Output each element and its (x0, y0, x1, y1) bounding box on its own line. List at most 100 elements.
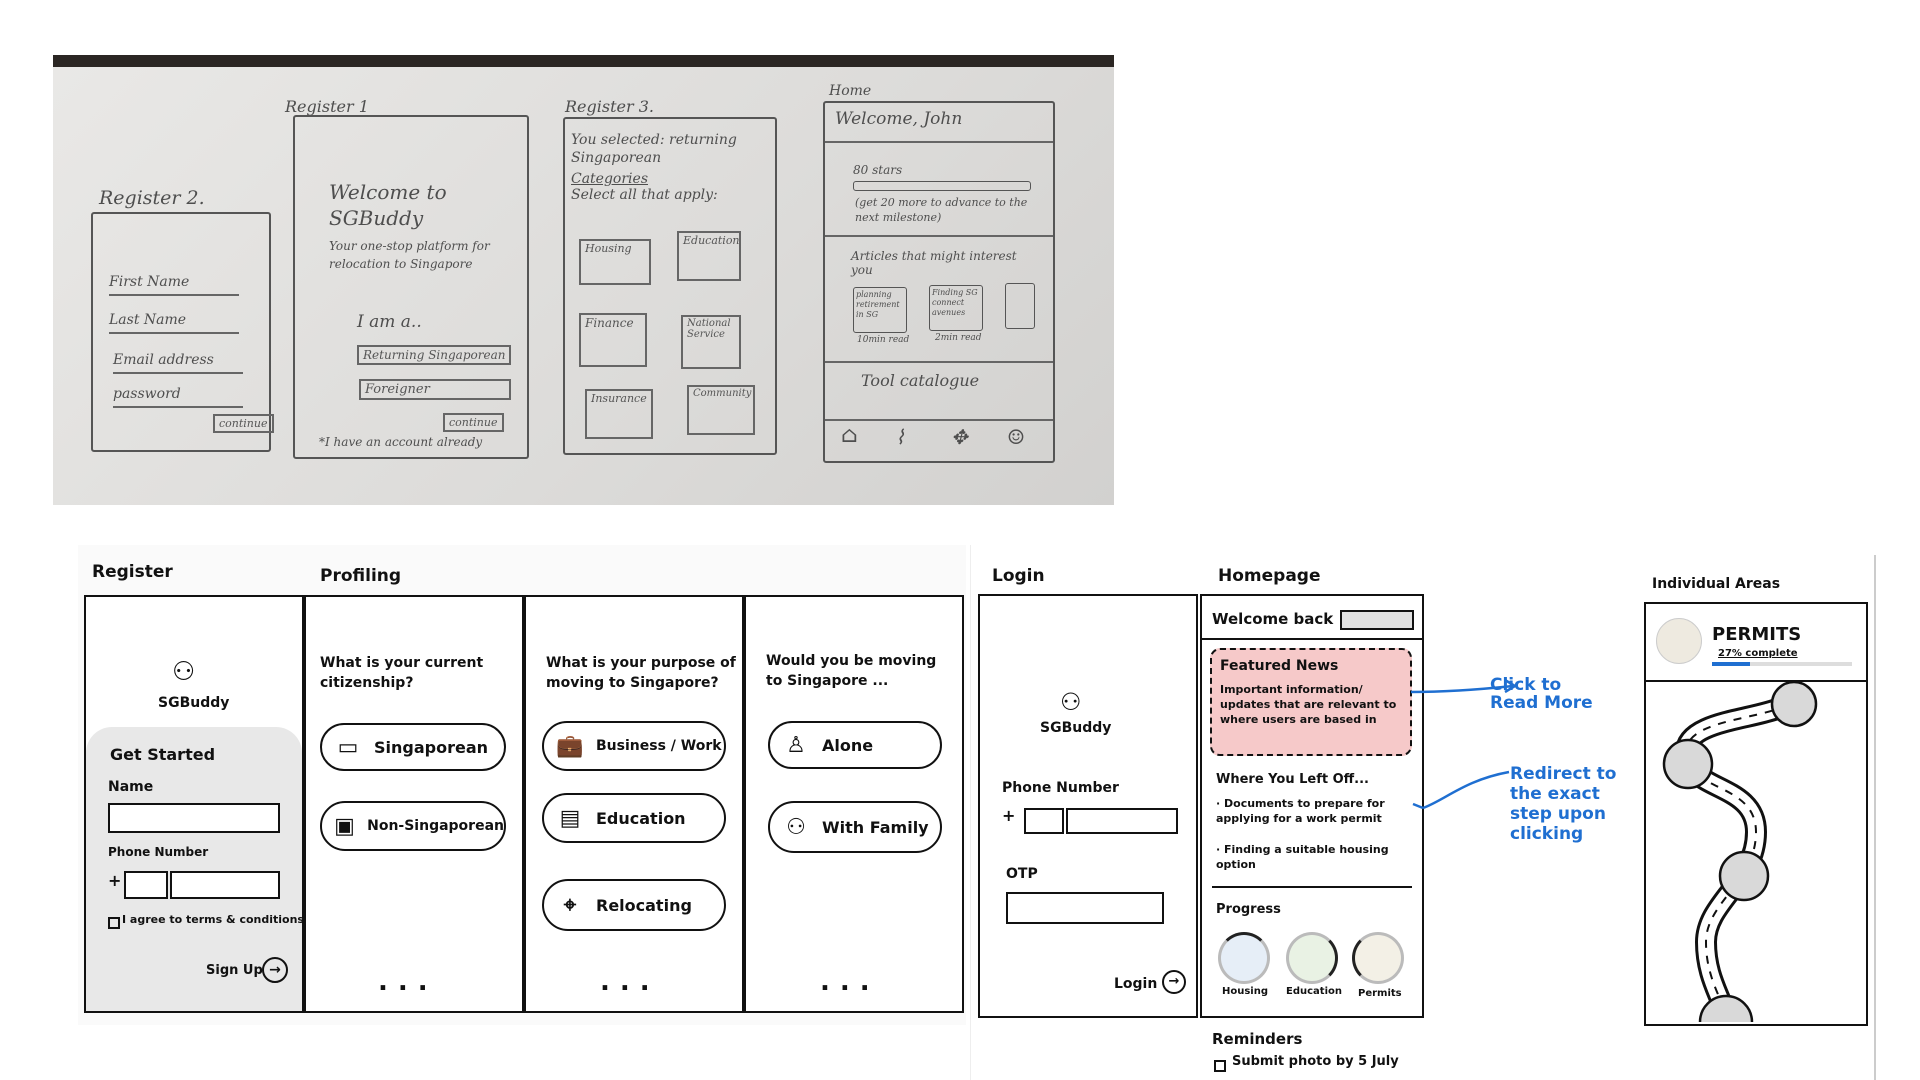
country-code-input[interactable] (124, 871, 168, 899)
sketch-gamepad-icon: ✥ (951, 425, 968, 449)
sketch-field-line (109, 332, 239, 334)
left-off-title: Where You Left Off... (1216, 772, 1369, 787)
register-card: Get Started Name Phone Number + I agree … (86, 727, 304, 1011)
phone-input[interactable] (170, 871, 280, 899)
sketch-tagline: Your one-stop platform for relocation to… (329, 239, 490, 271)
otp-input[interactable] (1006, 892, 1164, 924)
sketch-article-card: Finding SG connect avenues (929, 285, 983, 331)
news-body: Important information/ updates that are … (1220, 683, 1397, 726)
profiling-label: Profiling (320, 566, 402, 586)
annotation-arrows (1410, 678, 1518, 810)
name-input[interactable] (108, 803, 280, 833)
terms-checkbox[interactable] (108, 917, 120, 929)
left-off-item[interactable]: · Documents to prepare for applying for … (1216, 797, 1385, 825)
news-title: Featured News (1220, 658, 1339, 674)
country-code-input[interactable] (1024, 808, 1064, 834)
sketch-field-label: Last Name (109, 312, 187, 328)
sketch-categories-label: Categories (571, 171, 648, 187)
login-label-text: Login (1114, 976, 1158, 992)
header-divider (1202, 638, 1422, 640)
housing-progress-ring[interactable] (1218, 932, 1270, 984)
progress-title: Progress (1216, 902, 1281, 917)
milestone-node[interactable] (1698, 994, 1754, 1022)
reminder-checkbox[interactable] (1214, 1060, 1226, 1072)
phone-label: Phone Number (108, 845, 209, 859)
name-label: Name (108, 779, 154, 795)
sketch-home-frame: Welcome, John 80 stars (get 20 more to a… (823, 101, 1055, 463)
more-indicator: ... (600, 967, 660, 997)
country-code-plus: + (1002, 806, 1016, 825)
sketch-field-line (113, 406, 243, 408)
option-relocating[interactable]: ⌖ Relocating (542, 879, 726, 931)
area-title: PERMITS (1712, 624, 1802, 645)
arrow-right-icon[interactable]: → (1162, 970, 1186, 994)
sketch-article-meta: 10min read (857, 335, 910, 345)
arrow-head (1504, 678, 1518, 694)
sketch-continue-button: continue (213, 414, 274, 433)
left-off-item[interactable]: · Finding a suitable housing option (1216, 843, 1389, 871)
buddy-logo-icon: ⚇ (1060, 688, 1082, 716)
option-label: Relocating (596, 895, 692, 915)
road-center-line (1684, 691, 1797, 1022)
option-alone[interactable]: ♙ Alone (768, 721, 942, 769)
id-card-icon: ▭ (337, 734, 359, 760)
sketch-register3-title: Register 3. (565, 97, 654, 116)
option-label: Business / Work (596, 738, 722, 754)
briefcase-icon: 💼 (556, 733, 584, 759)
milestone-node[interactable] (1662, 738, 1714, 790)
sketch-path-icon: ⌇ (895, 425, 905, 449)
brand-name: SGBuddy (158, 695, 230, 711)
sketch-register2-title: Register 2. (99, 187, 205, 209)
question-text: Would you be moving to Singapore ... (766, 653, 937, 689)
milestone-node[interactable] (1718, 850, 1770, 902)
sketch-house-icon: ⌂ (841, 423, 858, 448)
milestone-node[interactable] (1770, 682, 1818, 728)
sketch-category-tile: Finance (579, 313, 647, 367)
sketch-category-tile: Insurance (585, 389, 653, 439)
signup-label: Sign Up (206, 963, 263, 978)
paper-sheet: Register 2. First Name Last Name Email a… (53, 67, 1114, 505)
sketch-option-button: Returning Singaporean (357, 345, 512, 365)
sketch-field-line (109, 294, 239, 296)
arrow-right-icon[interactable]: → (262, 957, 288, 983)
area-complete: 27% complete (1718, 648, 1798, 659)
register-screen: ⚇ SGBuddy Get Started Name Phone Number … (84, 595, 304, 1013)
sketch-register2-frame: First Name Last Name Email address passw… (91, 212, 274, 452)
sketch-welcome: Welcome to SGBuddy (329, 180, 447, 230)
sketch-category-tile: Housing (579, 239, 651, 285)
profiling-screen-citizenship: What is your current citizenship? ▭ Sing… (304, 595, 524, 1013)
sketch-article-meta: 2min read (935, 333, 982, 343)
option-singaporean[interactable]: ▭ Singaporean (320, 723, 506, 771)
profiling-screen-purpose: What is your purpose of moving to Singap… (524, 595, 744, 1013)
otp-label: OTP (1006, 866, 1038, 882)
option-label: With Family (822, 817, 929, 837)
reminders-title: Reminders (1212, 1030, 1303, 1048)
location-pin-icon: ⌖ (563, 892, 577, 918)
option-business-work[interactable]: 💼 Business / Work (542, 721, 726, 771)
option-label: Alone (822, 735, 874, 755)
permits-progress-ring[interactable] (1352, 932, 1404, 984)
option-education[interactable]: ▤ Education (542, 793, 726, 843)
phone-label: Phone Number (1002, 780, 1119, 796)
option-non-singaporean[interactable]: ▣ Non-Singaporean (320, 801, 506, 851)
left-off-item-text: Documents to prepare for applying for a … (1216, 797, 1385, 825)
education-progress-ring[interactable] (1286, 932, 1338, 984)
area-progress-track (1712, 662, 1852, 666)
option-with-family[interactable]: ⚇ With Family (768, 801, 942, 853)
area-header-divider (1646, 680, 1866, 682)
permit-document-icon (1656, 618, 1702, 664)
arrow-head (1412, 802, 1424, 810)
card-title: Get Started (110, 745, 216, 764)
sketch-continue-button: continue (443, 413, 504, 432)
sketch-field-label: Email address (113, 352, 214, 368)
sketch-progress-note: (get 20 more to advance to the next mile… (855, 196, 1028, 224)
annotation-redirect: Redirect to the exact step upon clicking (1510, 764, 1617, 844)
more-indicator: ... (820, 967, 880, 997)
sketch-divider (825, 141, 1053, 143)
phone-input[interactable] (1066, 808, 1178, 834)
featured-news-card[interactable]: Featured News Important information/ upd… (1210, 648, 1412, 756)
books-icon: ▤ (559, 805, 581, 831)
section-divider (1212, 886, 1412, 888)
paper-sketch-photo: Register 2. First Name Last Name Email a… (53, 55, 1114, 505)
sketch-divider (825, 361, 1053, 363)
